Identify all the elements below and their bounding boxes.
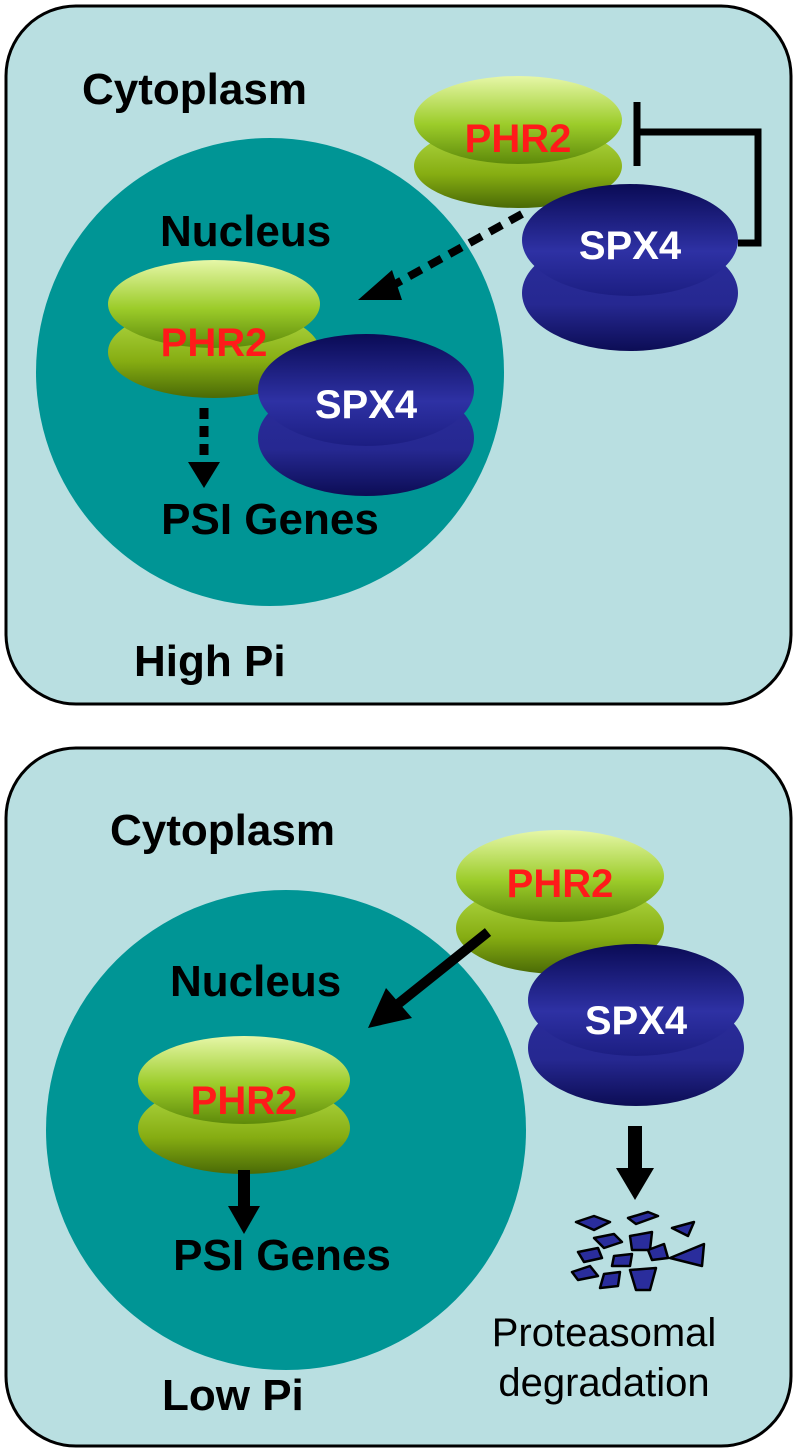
- cyto-phr2-protein: PHR2: [414, 76, 622, 208]
- cytoplasm-label: Cytoplasm: [82, 65, 307, 114]
- protein-fragments-icon: [570, 1210, 706, 1292]
- nucleus-label: Nucleus: [160, 207, 331, 256]
- panel-low-pi: Cytoplasm Nucleus PHR2 SPX4 PHR2: [4, 746, 793, 1448]
- dashed-translocation-arrow: [358, 210, 524, 300]
- dashed-activation-arrow: [188, 408, 220, 488]
- degradation-label-line2: degradation: [498, 1361, 709, 1405]
- degradation-arrow: [616, 1126, 654, 1200]
- panel-high-pi: Cytoplasm Nucleus PHR2 SPX4: [4, 4, 793, 706]
- psi-genes-label: PSI Genes: [173, 1231, 391, 1280]
- cyto-phr2-label: PHR2: [465, 117, 572, 161]
- cyto-spx4-label: SPX4: [585, 999, 688, 1043]
- degradation-label-line1: Proteasomal: [492, 1311, 717, 1355]
- nuc-phr2-label: PHR2: [161, 321, 268, 365]
- psi-genes-label: PSI Genes: [161, 495, 379, 544]
- nuc-phr2-protein: PHR2: [138, 1036, 350, 1174]
- solid-activation-arrow: [228, 1170, 260, 1234]
- solid-translocation-arrow: [368, 928, 492, 1028]
- nuc-spx4-label: SPX4: [315, 383, 418, 427]
- nuc-spx4-protein: SPX4: [258, 334, 474, 496]
- nuc-phr2-label: PHR2: [191, 1079, 298, 1123]
- cyto-spx4-protein: SPX4: [522, 184, 738, 351]
- cyto-spx4-protein: SPX4: [528, 944, 744, 1106]
- nucleus-label: Nucleus: [170, 957, 341, 1006]
- cytoplasm-label: Cytoplasm: [110, 806, 335, 855]
- cyto-phr2-label: PHR2: [507, 862, 614, 906]
- cyto-spx4-label: SPX4: [579, 224, 682, 268]
- inhibition-connector: [633, 102, 762, 247]
- condition-label: High Pi: [134, 637, 286, 686]
- condition-label: Low Pi: [162, 1371, 304, 1420]
